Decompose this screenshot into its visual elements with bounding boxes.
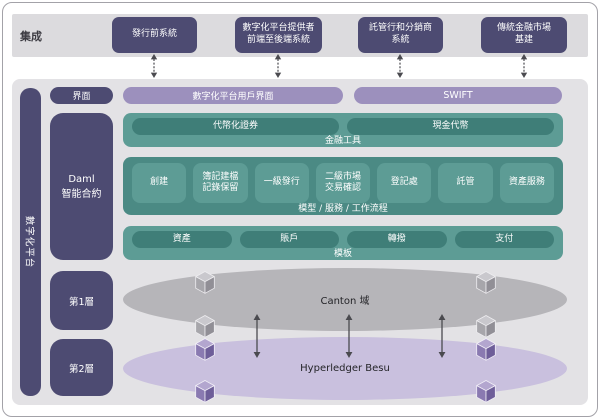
payment-pill: 支付: [454, 231, 554, 248]
asset-services-pill: 資產服務: [499, 163, 554, 203]
swift-pill: SWIFT: [354, 87, 562, 104]
bidirectional-arrow-icon: [252, 314, 262, 358]
custody-pill: 託管: [438, 163, 493, 203]
templates-pill-row: 資產 賬戶 轉撥 支付: [123, 226, 563, 248]
integration-label: 集成: [20, 29, 42, 43]
canton-domain-label: Canton 域: [320, 296, 370, 307]
node-cube-icon: [476, 315, 496, 338]
cash-token-pill: 現金代幣: [347, 118, 554, 135]
dashed-bidirectional-arrow-icon: [149, 54, 159, 78]
dashed-bidirectional-arrow-icon: [519, 54, 529, 78]
node-cube-icon: [476, 338, 496, 361]
account-pill: 賬戶: [239, 231, 339, 248]
primary-issuance-pill: 一級發行: [254, 163, 309, 203]
dashed-bidirectional-arrow-icon: [273, 54, 283, 78]
system-box-platform-provider: 數字化平台提供者 前端至後端系統: [235, 17, 322, 53]
transfer-pill: 轉撥: [347, 231, 447, 248]
workflows-section: 創建 簿記建檔 記錄保留 一級發行 二級市場 交易確認 登記處 託管 資產服務 …: [123, 157, 563, 215]
tokenized-securities-pill: 代幣化證券: [132, 118, 339, 135]
financial-instruments-section: 代幣化證券 現金代幣 金融工具: [123, 113, 563, 147]
secondary-market-confirmation-pill: 二級市場 交易確認: [315, 163, 371, 203]
digital-platform-side-label: 數字化平台: [23, 215, 35, 269]
node-cube-icon: [195, 315, 215, 338]
system-box-custodian-distributor: 託管行和分銷商 系統: [358, 17, 443, 53]
create-pill: 創建: [132, 163, 187, 203]
hyperledger-besu-label: Hyperledger Besu: [300, 363, 390, 374]
workflows-label: 模型 / 服務 / 工作流程: [298, 204, 388, 214]
asset-pill: 資產: [132, 231, 232, 248]
workflows-pill-row: 創建 簿記建檔 記錄保留 一級發行 二級市場 交易確認 登記處 託管 資產服務: [123, 157, 563, 203]
bidirectional-arrow-icon: [437, 314, 447, 358]
bidirectional-arrow-icon: [344, 314, 354, 358]
node-cube-icon: [476, 380, 496, 403]
platform-user-interface-pill: 數字化平台用戶界面: [123, 87, 343, 104]
templates-section: 資產 賬戶 轉撥 支付 模板: [123, 226, 563, 260]
daml-smart-contracts-box: Daml 智能合約: [50, 113, 113, 260]
node-cube-icon: [476, 271, 496, 294]
system-box-traditional-fmi: 傳統金融市場 基建: [481, 17, 567, 53]
layer2-box: 第2層: [50, 339, 113, 396]
layer1-box: 第1層: [50, 271, 113, 330]
interface-row-label: 界面: [50, 87, 113, 104]
financial-instruments-label: 金融工具: [324, 136, 361, 146]
system-box-pre-issuance: 發行前系統: [112, 17, 197, 53]
bookbuilding-recordkeeping-pill: 簿記建檔 記錄保留: [193, 163, 248, 203]
templates-label: 模板: [333, 249, 352, 259]
node-cube-icon: [195, 271, 215, 294]
registry-pill: 登記處: [377, 163, 432, 203]
financial-instruments-pill-row: 代幣化證券 現金代幣: [123, 113, 563, 135]
node-cube-icon: [195, 380, 215, 403]
dashed-bidirectional-arrow-icon: [395, 54, 405, 78]
node-cube-icon: [195, 338, 215, 361]
digital-platform-side-bar: 數字化平台: [20, 88, 41, 396]
